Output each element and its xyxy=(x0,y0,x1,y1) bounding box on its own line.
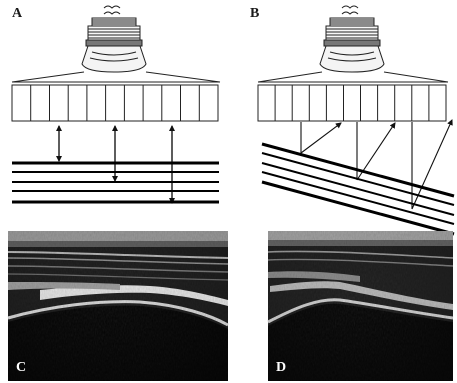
panel-label-a: A xyxy=(12,6,22,22)
transducer-array-a xyxy=(12,85,218,121)
ultrasound-image-d xyxy=(268,231,453,381)
tissue-layers-b xyxy=(262,144,454,234)
panel-b-diagram xyxy=(258,6,454,234)
panel-a-diagram xyxy=(12,6,220,203)
panel-label-c: C xyxy=(16,360,26,376)
panel-label-d: D xyxy=(276,360,286,376)
reflected-beams-b xyxy=(301,120,452,209)
transducer-array-b xyxy=(258,85,446,121)
panel-label-b: B xyxy=(250,6,259,22)
probe-a-icon xyxy=(82,6,146,72)
probe-b-icon xyxy=(320,6,384,72)
ultrasound-image-c xyxy=(8,231,228,381)
